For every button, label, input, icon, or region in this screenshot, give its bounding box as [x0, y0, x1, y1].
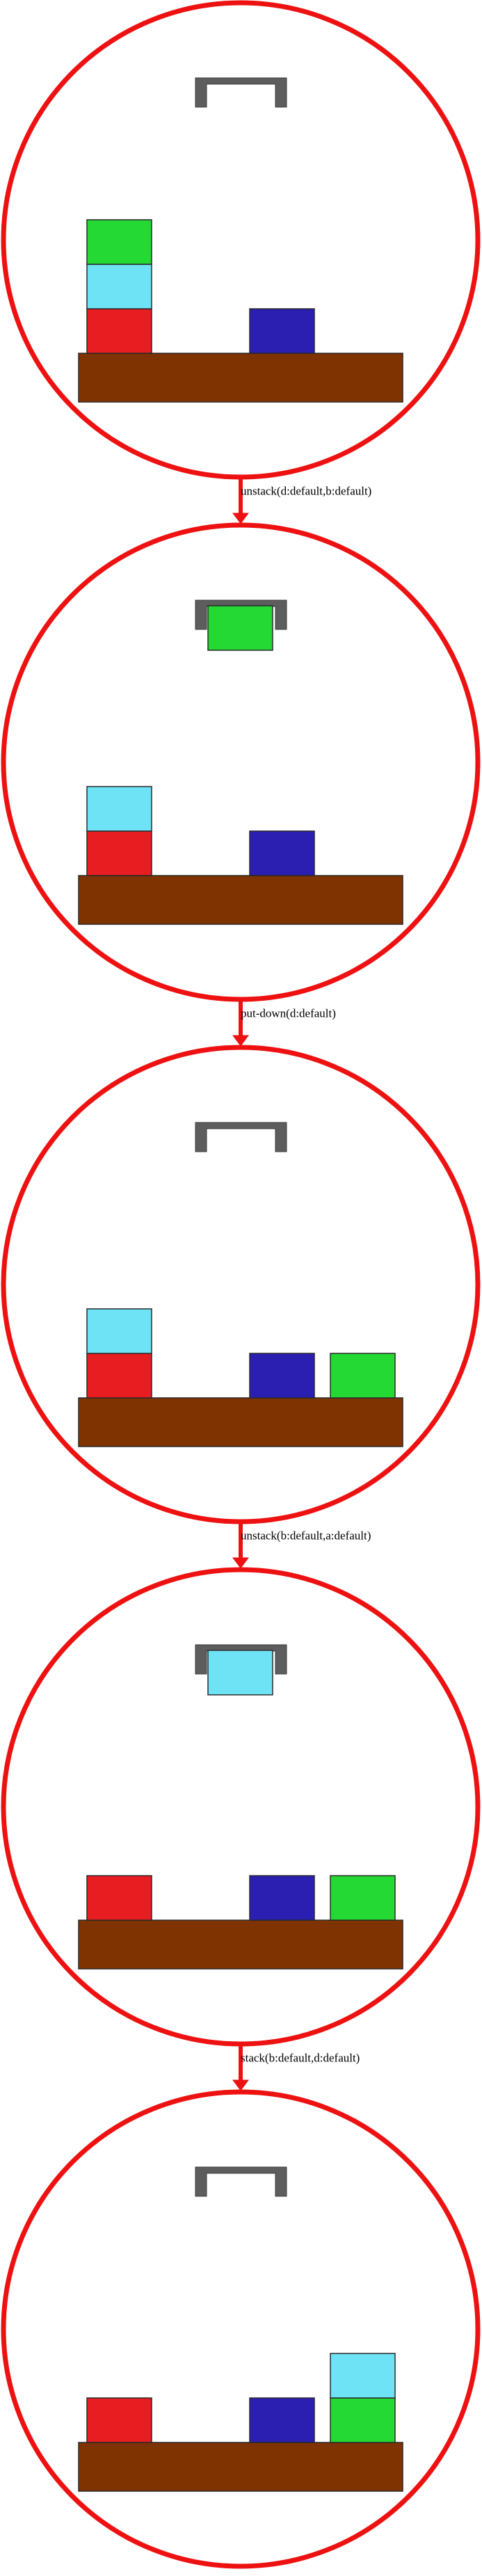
table — [78, 1397, 403, 1447]
state-circle — [1, 522, 481, 1002]
block-green — [330, 1875, 396, 1921]
block-green — [86, 219, 152, 265]
transition-4: stack(b:default,d:default) — [232, 2046, 360, 2091]
block-red — [86, 308, 152, 354]
held-block-green — [207, 605, 273, 651]
gripper — [195, 77, 287, 108]
transition-label: unstack(d:default,b:default) — [241, 485, 371, 498]
arrowhead-icon — [232, 513, 249, 524]
transition-label: put-down(d:default) — [241, 1007, 336, 1020]
block-blue — [249, 830, 315, 876]
block-cyan — [86, 1308, 152, 1354]
block-blue — [249, 1353, 315, 1399]
transition-label: unstack(b:default,a:default) — [241, 1529, 371, 1543]
table — [78, 2442, 403, 2492]
block-blue — [249, 1875, 315, 1921]
arrowhead-icon — [232, 2079, 249, 2091]
transition-2: put-down(d:default) — [232, 1001, 336, 1047]
state-circle — [1, 1045, 481, 1524]
held-block-cyan — [207, 1650, 273, 1696]
gripper — [195, 2166, 287, 2197]
block-red — [86, 1353, 152, 1399]
block-cyan — [330, 2353, 396, 2399]
block-green — [330, 2397, 396, 2443]
state-circle — [1, 1567, 481, 2047]
block-green — [330, 1353, 396, 1399]
block-blue — [249, 308, 315, 354]
state-circle — [1, 2089, 481, 2569]
state-1 — [1, 0, 481, 480]
transition-3: unstack(b:default,a:default) — [232, 1524, 371, 1569]
arrowhead-icon — [232, 1557, 249, 1569]
state-4 — [1, 1567, 481, 2047]
arrowhead-icon — [232, 1035, 249, 1047]
transition-label: stack(b:default,d:default) — [241, 2052, 360, 2065]
state-5 — [1, 2089, 481, 2569]
state-2 — [1, 522, 481, 1002]
table — [78, 353, 403, 403]
block-blue — [249, 2397, 315, 2443]
block-red — [86, 1875, 152, 1921]
table — [78, 1919, 403, 1970]
state-3 — [1, 1045, 481, 1524]
block-red — [86, 830, 152, 876]
block-cyan — [86, 786, 152, 832]
block-red — [86, 2397, 152, 2443]
table — [78, 875, 403, 925]
block-cyan — [86, 264, 152, 309]
gripper — [195, 1122, 287, 1152]
transition-1: unstack(d:default,b:default) — [232, 479, 371, 524]
state-circle — [1, 0, 481, 480]
